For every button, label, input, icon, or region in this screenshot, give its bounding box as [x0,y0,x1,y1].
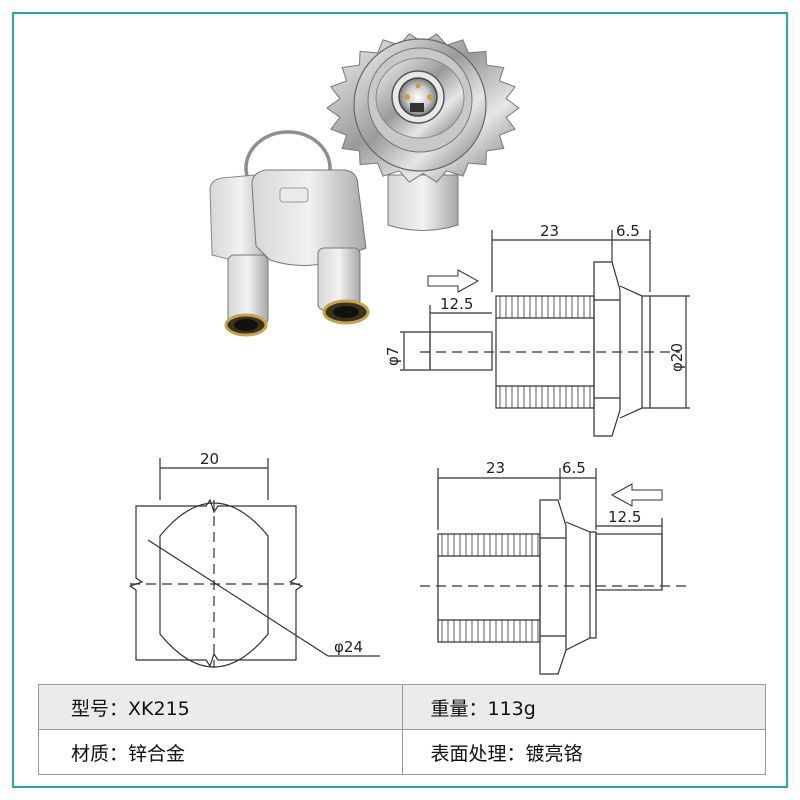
keys-photo [209,130,370,337]
finish-cell: 表面处理：镀亮铬 [401,729,766,775]
top-shaft-dia-label: φ7 [384,347,402,366]
weight-cell: 重量：113g [401,684,766,730]
bottom-length-label: 23 [486,459,505,477]
lock-cylinder-photo [326,33,520,231]
front-view-drawing [128,458,380,668]
spec-table: 型号：XK215 重量：113g 材质：锌合金 表面处理：镀亮铬 [38,684,766,775]
bottom-shaft-label: 12.5 [608,508,641,526]
side-view-drawing-bottom [420,468,690,675]
top-length-label: 23 [540,222,559,240]
spec-row: 材质：锌合金 表面处理：镀亮铬 [38,729,766,775]
bottom-flange-label: 6.5 [562,459,586,477]
model-cell: 型号：XK215 [38,684,403,730]
material-cell: 材质：锌合金 [38,729,403,775]
top-flange-label: 6.5 [616,222,640,240]
side-view-drawing-top [400,230,690,437]
front-circle-dia-label: φ24 [334,638,363,656]
spec-row: 型号：XK215 重量：113g [38,684,766,730]
top-shaft-label: 12.5 [440,295,473,313]
front-width-label: 20 [200,450,219,468]
top-outer-dia-label: φ20 [668,343,686,372]
